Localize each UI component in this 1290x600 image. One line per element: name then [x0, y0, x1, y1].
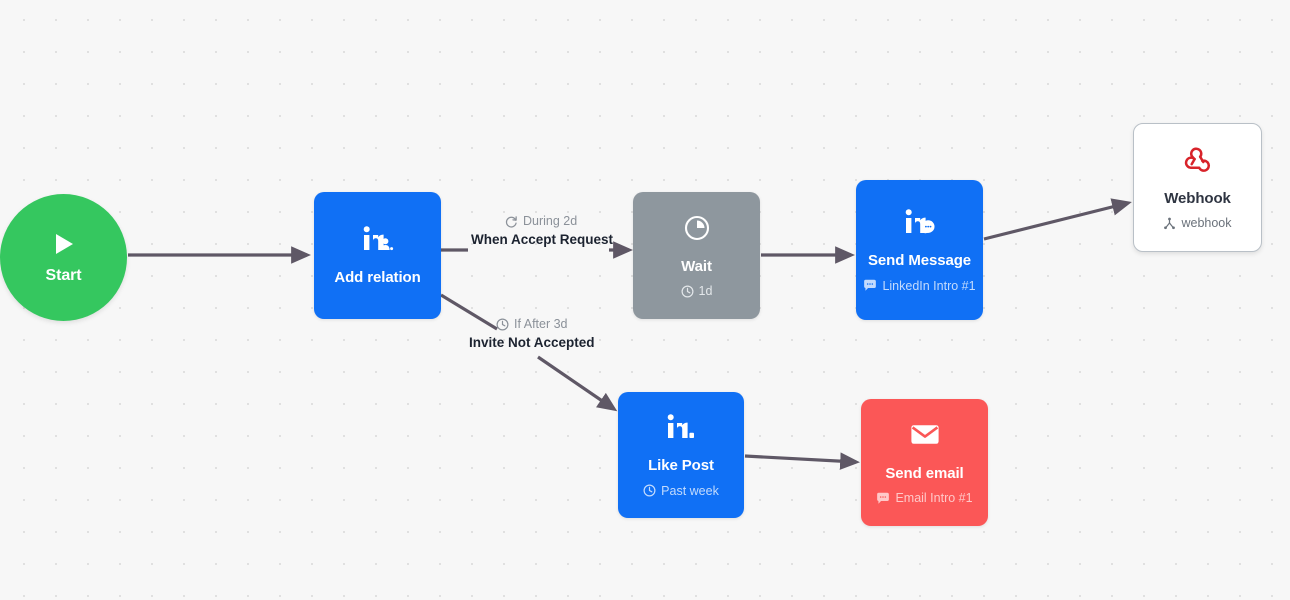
edge-condition-during-2d-text: During 2d — [523, 214, 578, 228]
node-send-email-subtitle: Email Intro #1 — [876, 491, 973, 506]
node-wait-title: Wait — [681, 257, 712, 275]
message-bubble-icon — [876, 492, 890, 505]
node-webhook-title: Webhook — [1164, 189, 1231, 207]
node-like-post[interactable]: Like Post Past week — [618, 392, 744, 518]
message-bubble-icon — [863, 279, 877, 292]
node-webhook-subtitle: webhook — [1163, 216, 1232, 231]
node-webhook[interactable]: Webhook webhook — [1133, 123, 1262, 252]
edge-label-invite-not-accepted: If After 3d Invite Not Accepted — [469, 317, 595, 350]
play-icon — [53, 231, 75, 257]
edge-send-message-to-webhook — [983, 198, 1132, 241]
node-add-relation-title: Add relation — [334, 269, 421, 287]
edge-label-accept-text: When Accept Request — [471, 232, 614, 247]
edge-condition-if-after-3d: If After 3d — [496, 317, 595, 331]
linkedin-like-icon — [665, 412, 697, 442]
node-send-message-subtitle-text: LinkedIn Intro #1 — [882, 278, 976, 293]
refresh-icon — [505, 215, 518, 228]
node-send-email[interactable]: Send email Email Intro #1 — [861, 399, 988, 526]
edge-condition-if-after-3d-text: If After 3d — [514, 317, 568, 331]
edge-like-post-to-send-email — [744, 452, 860, 470]
node-send-email-title: Send email — [885, 464, 964, 482]
node-like-post-title: Like Post — [648, 457, 714, 475]
node-wait-subtitle-text: 1d — [698, 284, 713, 299]
linkedin-add-connection-icon — [362, 224, 394, 254]
edge-label-notaccepted-to-like-post — [537, 355, 618, 412]
node-like-post-subtitle: Past week — [643, 484, 719, 498]
clock-icon — [643, 484, 656, 497]
node-send-email-subtitle-text: Email Intro #1 — [895, 491, 973, 506]
envelope-icon — [910, 420, 940, 450]
node-webhook-subtitle-text: webhook — [1181, 216, 1232, 231]
edge-add-relation-to-label-notaccepted — [440, 293, 498, 331]
node-wait-subtitle: 1d — [681, 284, 713, 299]
node-send-message-title: Send Message — [867, 252, 971, 270]
clock-icon — [681, 285, 694, 298]
branch-icon — [1163, 217, 1176, 230]
edge-label-notaccepted-text: Invite Not Accepted — [469, 335, 595, 350]
node-like-post-subtitle-text: Past week — [661, 483, 719, 498]
node-send-message-subtitle: LinkedIn Intro #1 — [863, 278, 976, 293]
clock-icon — [496, 318, 509, 331]
node-start[interactable]: Start — [0, 194, 127, 321]
node-wait[interactable]: Wait 1d — [633, 192, 760, 319]
node-start-title: Start — [45, 266, 82, 284]
node-send-message[interactable]: Send Message LinkedIn Intro #1 — [856, 180, 983, 320]
linkedin-message-icon — [904, 207, 936, 237]
webhook-logo-icon — [1183, 145, 1212, 175]
edge-condition-during-2d: During 2d — [505, 214, 613, 228]
node-add-relation[interactable]: Add relation — [314, 192, 441, 319]
timer-pie-icon — [684, 213, 710, 243]
edge-label-when-accept-request: During 2d When Accept Request — [471, 214, 613, 247]
